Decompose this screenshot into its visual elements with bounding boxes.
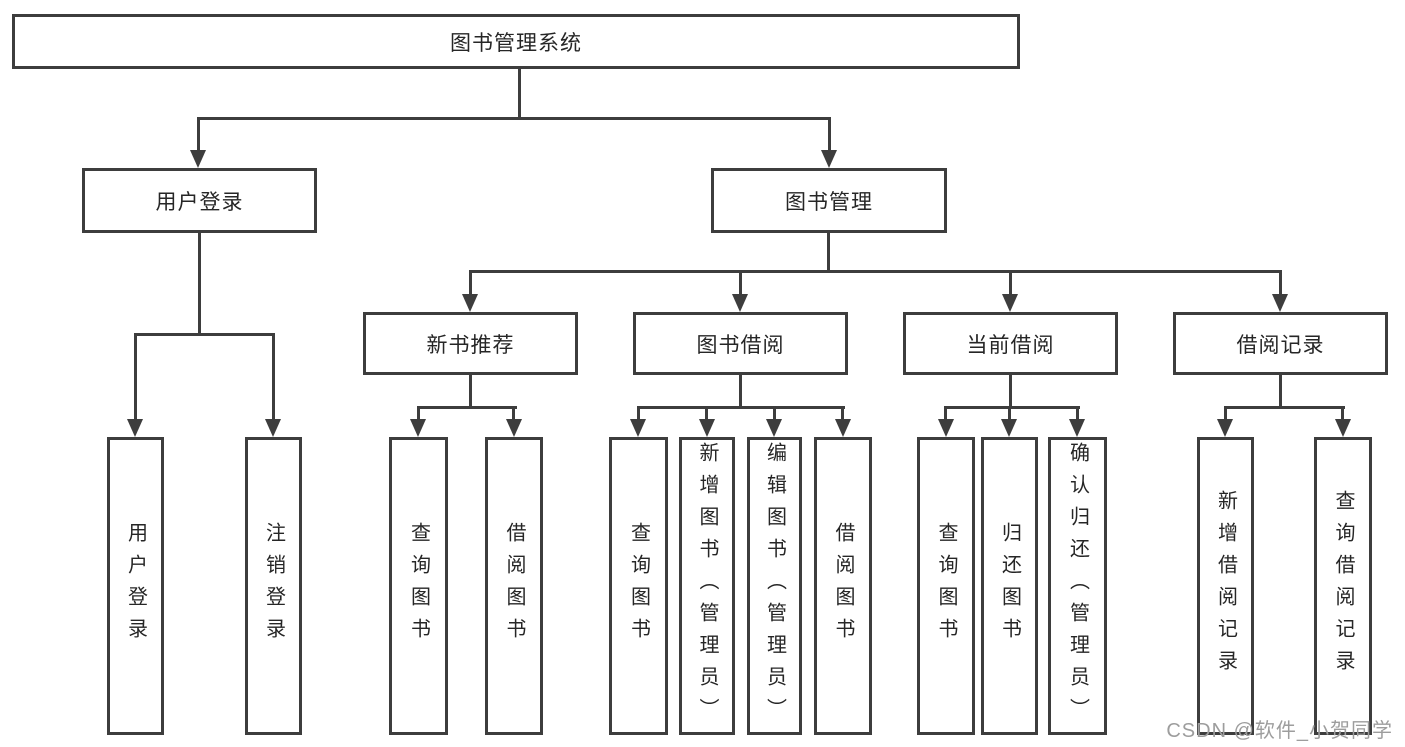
leaf-cb-return-books: 归还图书 xyxy=(981,437,1038,735)
leaf-logout-label: 注销登录 xyxy=(262,522,285,650)
connector-line xyxy=(198,233,201,335)
arrow-down-icon xyxy=(1272,294,1288,312)
connector-line xyxy=(469,270,472,296)
arrow-down-icon xyxy=(835,419,851,437)
connector-line xyxy=(773,406,776,422)
arrow-down-icon xyxy=(410,419,426,437)
node-book-management-label: 图书管理 xyxy=(785,190,873,214)
connector-line xyxy=(197,117,200,152)
arrow-down-icon xyxy=(265,419,281,437)
leaf-nbr-borrow-books: 借阅图书 xyxy=(485,437,543,735)
node-borrowing-records-label: 借阅记录 xyxy=(1236,333,1325,357)
node-book-management: 图书管理 xyxy=(711,168,947,233)
leaf-cb-confirm-return-admin: 确认归还（管理员） xyxy=(1048,437,1107,735)
arrow-down-icon xyxy=(1335,419,1351,437)
leaf-user-login-label: 用户登录 xyxy=(124,522,147,650)
arrow-down-icon xyxy=(630,419,646,437)
connector-line xyxy=(512,406,515,422)
node-borrowing-records: 借阅记录 xyxy=(1173,312,1388,375)
leaf-br-add-record: 新增借阅记录 xyxy=(1197,437,1254,735)
arrow-down-icon xyxy=(1001,419,1017,437)
connector-line xyxy=(828,117,831,152)
arrow-down-icon xyxy=(1069,419,1085,437)
arrow-down-icon xyxy=(938,419,954,437)
connector-line xyxy=(134,333,275,336)
connector-line xyxy=(1009,375,1012,408)
arrow-down-icon xyxy=(766,419,782,437)
leaf-cb-return-books-label: 归还图书 xyxy=(998,522,1021,650)
connector-line xyxy=(827,233,830,272)
arrow-down-icon xyxy=(821,150,837,168)
connector-line xyxy=(1224,406,1227,422)
connector-line xyxy=(739,375,742,408)
node-current-borrowing: 当前借阅 xyxy=(903,312,1118,375)
leaf-bb-add-books-admin: 新增图书（管理员） xyxy=(679,437,735,735)
connector-line xyxy=(1076,406,1079,422)
leaf-logout: 注销登录 xyxy=(245,437,302,735)
arrow-down-icon xyxy=(127,419,143,437)
connector-line xyxy=(705,406,708,422)
leaf-bb-query-books-label: 查询图书 xyxy=(627,522,650,650)
leaf-bb-edit-books-admin-label: 编辑图书（管理员） xyxy=(763,442,786,730)
arrow-down-icon xyxy=(699,419,715,437)
connector-line xyxy=(944,406,947,422)
arrow-down-icon xyxy=(462,294,478,312)
connector-line xyxy=(197,117,831,120)
node-root-label: 图书管理系统 xyxy=(450,31,582,55)
connector-line xyxy=(469,375,472,408)
leaf-nbr-borrow-books-label: 借阅图书 xyxy=(503,522,525,650)
arrow-down-icon xyxy=(732,294,748,312)
leaf-br-query-record-label: 查询借阅记录 xyxy=(1332,490,1354,682)
node-root: 图书管理系统 xyxy=(12,14,1020,69)
arrow-down-icon xyxy=(506,419,522,437)
connector-line xyxy=(469,270,1282,273)
leaf-bb-borrow-books-label: 借阅图书 xyxy=(832,522,854,650)
leaf-bb-borrow-books: 借阅图书 xyxy=(814,437,872,735)
node-new-book-recommend: 新书推荐 xyxy=(363,312,578,375)
leaf-cb-confirm-return-admin-label: 确认归还（管理员） xyxy=(1066,442,1089,730)
leaf-bb-query-books: 查询图书 xyxy=(609,437,668,735)
arrow-down-icon xyxy=(1217,419,1233,437)
connector-line xyxy=(637,406,845,409)
connector-line xyxy=(841,406,844,422)
leaf-br-query-record: 查询借阅记录 xyxy=(1314,437,1372,735)
leaf-nbr-query-books: 查询图书 xyxy=(389,437,448,735)
leaf-bb-edit-books-admin: 编辑图书（管理员） xyxy=(747,437,802,735)
connector-line xyxy=(1279,375,1282,408)
leaf-br-add-record-label: 新增借阅记录 xyxy=(1214,490,1237,682)
leaf-user-login: 用户登录 xyxy=(107,437,164,735)
csdn-watermark: CSDN @软件_小贺同学 xyxy=(1166,720,1393,742)
connector-line xyxy=(637,406,640,422)
node-current-borrowing-label: 当前借阅 xyxy=(966,333,1055,357)
node-new-book-recommend-label: 新书推荐 xyxy=(426,333,515,357)
connector-line xyxy=(1008,406,1011,422)
connector-line xyxy=(1279,270,1282,296)
connector-line xyxy=(417,406,420,422)
node-user-login: 用户登录 xyxy=(82,168,317,233)
arrow-down-icon xyxy=(190,150,206,168)
arrow-down-icon xyxy=(1002,294,1018,312)
connector-line xyxy=(944,406,1080,409)
leaf-bb-add-books-admin-label: 新增图书（管理员） xyxy=(696,442,718,730)
connector-line xyxy=(518,69,521,118)
leaf-nbr-query-books-label: 查询图书 xyxy=(407,522,430,650)
connector-line xyxy=(739,270,742,296)
leaf-cb-query-books: 查询图书 xyxy=(917,437,975,735)
node-book-borrowing: 图书借阅 xyxy=(633,312,848,375)
leaf-cb-query-books-label: 查询图书 xyxy=(935,522,957,650)
connector-line xyxy=(1009,270,1012,296)
connector-line xyxy=(134,333,137,421)
connector-line xyxy=(272,333,275,421)
connector-line xyxy=(1224,406,1345,409)
node-user-login-label: 用户登录 xyxy=(155,190,244,214)
connector-line xyxy=(417,406,517,409)
connector-line xyxy=(1341,406,1344,422)
node-book-borrowing-label: 图书借阅 xyxy=(696,333,785,357)
